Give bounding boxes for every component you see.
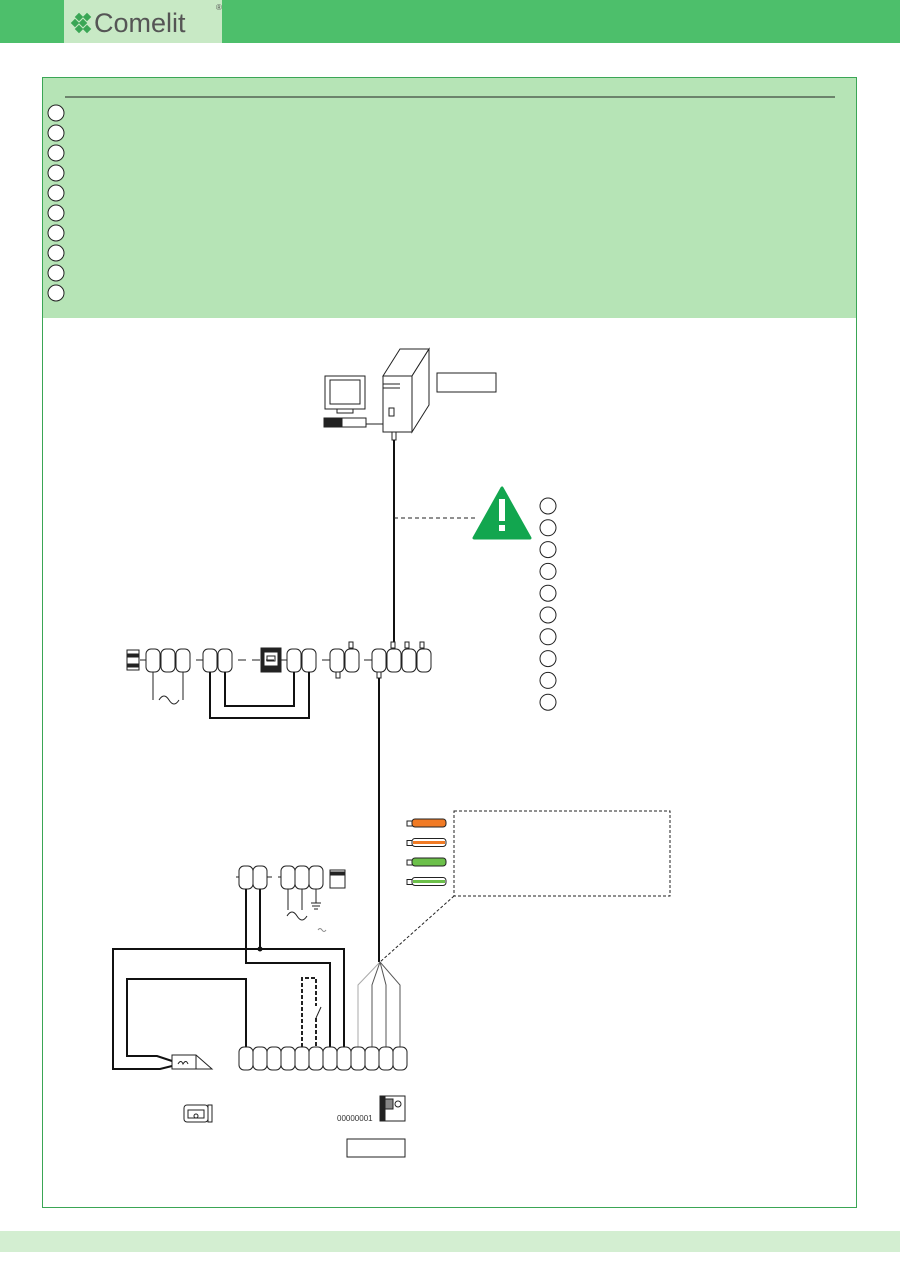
terminal: [252, 1046, 268, 1071]
terminal: [401, 648, 417, 673]
terminal: [308, 1046, 324, 1071]
warning-icon: [472, 486, 532, 540]
legend-panel: [43, 78, 856, 318]
outdoor-unit-serial: 00000001: [337, 1114, 373, 1123]
wire-orange: [411, 818, 447, 828]
legend-number-marker: [47, 144, 65, 162]
power-supply-icon: [329, 869, 346, 889]
monitor-icon: [183, 1104, 213, 1123]
terminal: [202, 648, 218, 673]
legend-number-marker: [47, 264, 65, 282]
wire-stripe: [413, 880, 445, 883]
logo-text: Comelit: [94, 8, 186, 38]
terminal: [386, 648, 402, 673]
wire-green: [411, 857, 447, 867]
rj45-connectors: [335, 641, 425, 679]
terminal: [350, 1046, 366, 1071]
wire-junction: [257, 946, 263, 952]
pc-icon: [323, 347, 430, 441]
wire-color-legend: [406, 818, 447, 886]
terminal: [266, 1046, 282, 1071]
wire-stripe: [413, 841, 445, 844]
lock-and-power-wires: [112, 889, 345, 1070]
legend-number-marker: [47, 224, 65, 242]
terminal: [286, 648, 302, 673]
diagram-frame: [42, 77, 857, 1208]
wire-legend-box: [453, 810, 671, 897]
cable-fan-out: [357, 961, 401, 1047]
terminal: [217, 648, 233, 673]
terminal: [336, 1046, 352, 1071]
door-button-switch-icon: [315, 1006, 322, 1019]
right-legend-markers: [539, 497, 557, 711]
legend-number-marker: [47, 104, 65, 122]
terminal: [371, 648, 387, 673]
legend-number-marker: [539, 693, 557, 711]
terminal: [294, 1046, 310, 1071]
bus-link-wires: [209, 672, 310, 719]
terminal: [322, 1046, 338, 1071]
footer-band: [0, 1231, 900, 1252]
terminal-block-row-1: [145, 648, 432, 673]
power-supply-module-icon: [126, 649, 140, 671]
terminal: [416, 648, 432, 673]
terminal: [145, 648, 161, 673]
terminal: [301, 648, 317, 673]
legend-number-marker: [539, 650, 557, 668]
registered-mark: ®: [216, 3, 222, 12]
legend-number-marker: [539, 584, 557, 602]
legend-number-marker: [47, 284, 65, 302]
terminal: [238, 1046, 254, 1071]
legend-number-marker: [47, 204, 65, 222]
terminal: [378, 1046, 394, 1071]
mains-input-2: [286, 889, 327, 932]
legend-number-marker: [539, 541, 557, 559]
door-button-wires: [301, 977, 317, 1047]
wire-legend-leader: [379, 895, 455, 963]
pc-label-box: [436, 372, 497, 393]
terminal: [280, 865, 296, 890]
comelit-logo: Comelit ®: [64, 0, 222, 43]
terminal: [364, 1046, 380, 1071]
terminal: [175, 648, 191, 673]
legend-number-marker: [47, 184, 65, 202]
electric-lock-icon: [171, 1054, 214, 1070]
mains-input-1: [152, 672, 184, 705]
terminal-block-row-3: [238, 1046, 408, 1071]
terminal: [294, 865, 310, 890]
terminal: [280, 1046, 296, 1071]
legend-number-marker: [539, 562, 557, 580]
terminal: [160, 648, 176, 673]
legend-number-marker: [47, 124, 65, 142]
outdoor-unit-label-box: [346, 1138, 406, 1158]
logo-mark-icon: [70, 12, 92, 34]
legend-number-marker: [539, 628, 557, 646]
legend-number-marker: [539, 519, 557, 537]
terminal: [329, 648, 345, 673]
terminal: [238, 865, 254, 890]
terminal: [308, 865, 324, 890]
terminal: [344, 648, 360, 673]
terminal: [252, 865, 268, 890]
terminal: [392, 1046, 408, 1071]
outdoor-unit-icon: [379, 1095, 406, 1122]
legend-number-marker: [539, 671, 557, 689]
legend-number-marker: [539, 606, 557, 624]
legend-number-marker: [539, 497, 557, 515]
left-legend-markers: [47, 104, 65, 302]
terminal-block-row-2: [238, 865, 324, 890]
legend-number-marker: [47, 164, 65, 182]
legend-number-marker: [47, 244, 65, 262]
